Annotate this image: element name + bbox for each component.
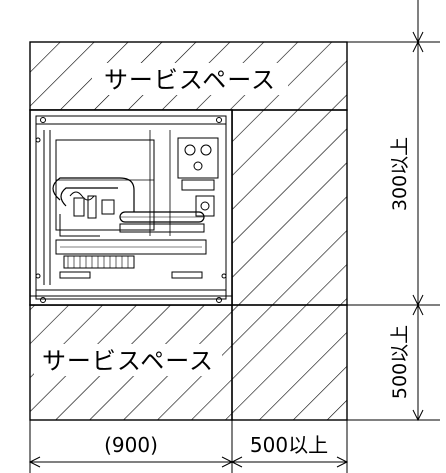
compressor [55, 139, 155, 231]
dimension-right-bottom-500: 500以上 [389, 325, 411, 399]
unit-inner-frame [35, 115, 227, 300]
bolt-hole-br [216, 297, 222, 303]
dimension-lines-right [347, 0, 440, 422]
dimension-bottom-900: (900) [104, 433, 158, 457]
dimension-right-top-300: 300以上 [389, 137, 411, 211]
bolt-hole-tl [40, 117, 46, 123]
outdoor-unit [29, 109, 233, 306]
dimension-bottom-right-500: 500以上 [250, 433, 328, 457]
service-space-top-label: サービスペース [104, 66, 276, 94]
dimension-lines-bottom [28, 420, 349, 473]
bottom-label-bg [34, 344, 222, 376]
service-space-bottom-label: サービスペース [42, 347, 214, 375]
bolt-hole-tr [216, 117, 222, 123]
top-label-bg [92, 63, 288, 95]
control-box [177, 137, 219, 179]
base-tray [55, 239, 207, 255]
bolt-hole-bl [40, 297, 46, 303]
service-space-right [231, 109, 348, 306]
service-space-bottom-right [231, 304, 348, 421]
refrigerant-piping [52, 177, 135, 212]
